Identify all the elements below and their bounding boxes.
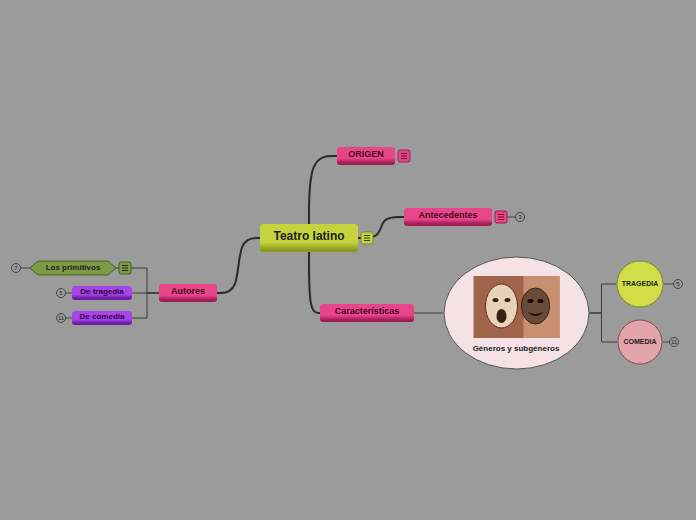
subtopic-hexagon: Los primitivos: [30, 261, 116, 275]
subtopic-box: De tragedia: [72, 286, 132, 300]
callout-number: 7: [14, 265, 17, 271]
topic-text: Características: [335, 307, 400, 317]
main-topic: Autores: [159, 284, 217, 302]
topic-text: Teatro latino: [273, 230, 344, 243]
note-icon: [119, 262, 131, 274]
branch-connector: [309, 156, 337, 224]
callout-badge: 11: [669, 337, 679, 347]
callout-number: 5: [59, 290, 62, 296]
callout-badge: 11: [56, 313, 66, 323]
branch-connector: [590, 313, 618, 342]
branch-connector: [414, 313, 443, 314]
topic-text: Autores: [171, 287, 205, 297]
masks-illustration: [473, 276, 559, 338]
callout-badge: 7: [11, 263, 21, 273]
topic-text: Los primitivos: [46, 264, 101, 273]
callout-number: 11: [671, 339, 677, 345]
callout-number: 5: [676, 281, 679, 287]
branch-connector: [590, 284, 617, 313]
topic-text: Antecedentes: [418, 211, 477, 221]
callout-badge: 3: [515, 212, 525, 222]
branch-connector: [309, 252, 320, 313]
branch-connector: [132, 293, 159, 318]
image-ellipse: Géneros y subgéneros: [443, 256, 590, 370]
note-icon: [495, 211, 507, 223]
callout-number: 11: [58, 315, 64, 321]
topic-circle: COMEDIA: [617, 319, 663, 365]
topic-circle: TRAGEDIA: [616, 260, 664, 308]
subtopic-box: De comedia: [72, 311, 132, 325]
topic-text: ORIGEN: [348, 150, 384, 160]
note-icon: [361, 232, 373, 244]
callout-badge: 5: [56, 288, 66, 298]
topic-text: TRAGEDIA: [622, 280, 659, 288]
main-topic: Características: [320, 304, 414, 322]
main-topic: Antecedentes: [404, 208, 492, 226]
note-icon: [398, 150, 410, 162]
topic-text: De tragedia: [80, 288, 124, 297]
topic-text: COMEDIA: [623, 338, 656, 346]
topic-text: De comedia: [80, 313, 125, 322]
main-topic: ORIGEN: [337, 147, 395, 165]
root-topic: Teatro latino: [260, 224, 358, 252]
topic-text: Géneros y subgéneros: [473, 345, 560, 354]
callout-number: 3: [518, 214, 521, 220]
callout-badge: 5: [673, 279, 683, 289]
branch-connector: [217, 238, 260, 293]
